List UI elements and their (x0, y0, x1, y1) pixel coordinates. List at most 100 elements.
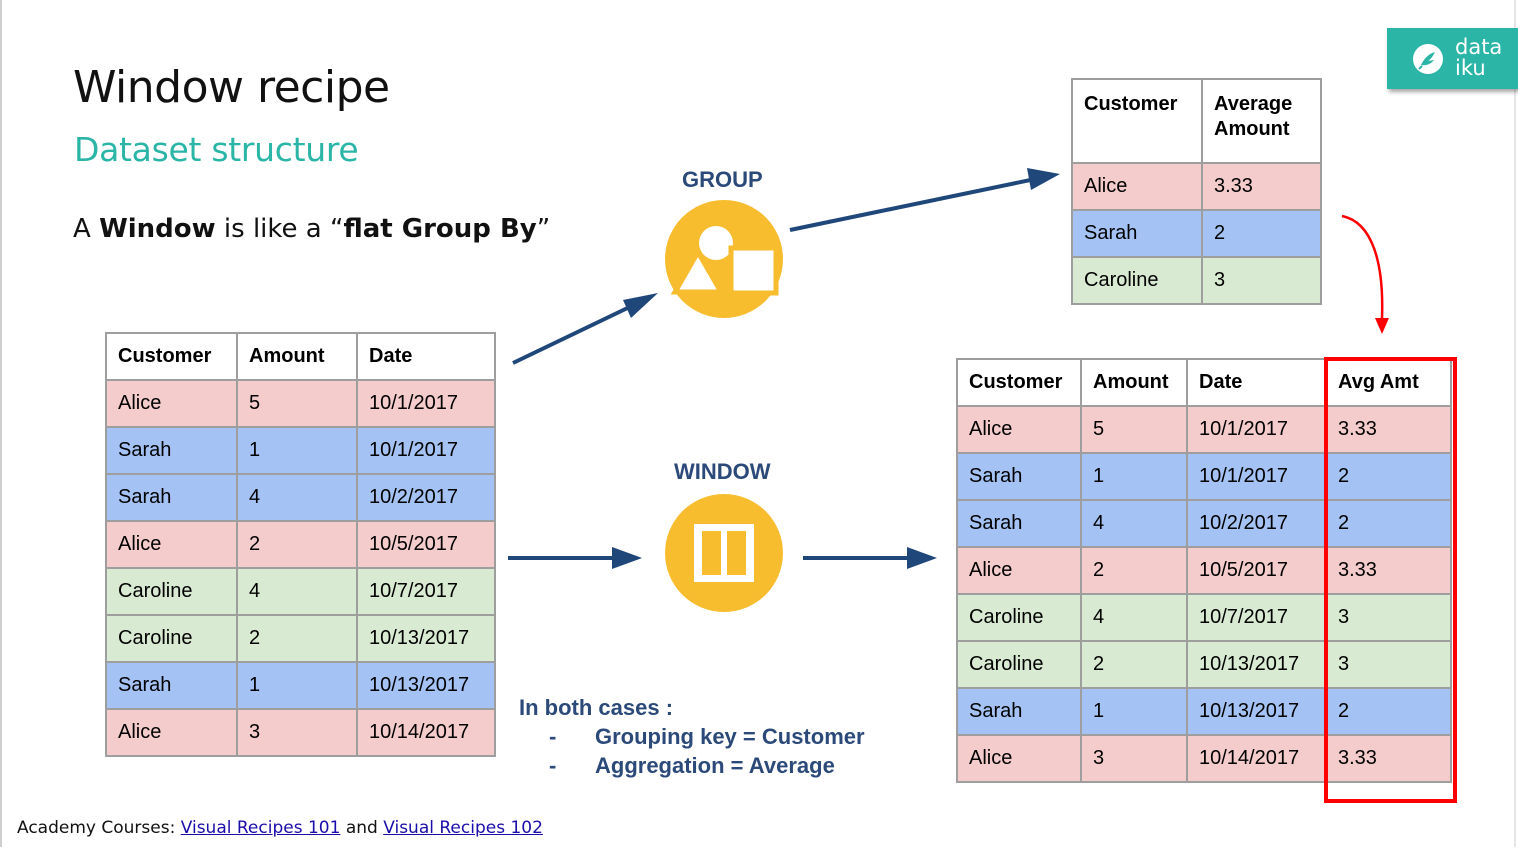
cell-customer: Caroline (956, 640, 1082, 689)
cell-amount: 4 (1080, 499, 1188, 548)
cell-date: 10/1/2017 (1186, 405, 1327, 454)
column-header: Date (1186, 358, 1327, 407)
cell-date: 10/2/2017 (356, 473, 496, 522)
visual-recipes-102-link[interactable]: Visual Recipes 102 (383, 818, 543, 838)
cell-date: 10/2/2017 (1186, 499, 1327, 548)
group-label: GROUP (682, 167, 763, 192)
cell-customer: Alice (105, 708, 238, 757)
cell-avg-amt: 3 (1325, 640, 1452, 689)
visual-recipes-101-link[interactable]: Visual Recipes 101 (180, 818, 341, 838)
cell-amount: 1 (1080, 452, 1188, 501)
cell-date: 10/7/2017 (1186, 593, 1327, 642)
intro-prefix: A (73, 214, 100, 244)
column-header: Average Amount (1201, 78, 1322, 164)
cell-amount: 1 (236, 426, 358, 475)
note-item: - Aggregation = Average (519, 751, 865, 780)
table-header-row: Customer Amount Date Avg Amt (956, 358, 1452, 407)
cell-customer: Alice (105, 520, 238, 569)
cell-amount: 1 (1080, 687, 1188, 736)
cell-customer: Alice (1071, 162, 1203, 211)
cell-date: 10/1/2017 (356, 379, 496, 428)
intro-flat-group-by: flat Group By (343, 214, 537, 244)
cell-amount: 4 (236, 473, 358, 522)
arrow-group-to-table (789, 168, 1060, 232)
note-dash: - (549, 753, 557, 778)
cell-customer: Sarah (1071, 209, 1203, 258)
slide-title: Window recipe (73, 62, 390, 113)
bird-logo-icon (1413, 44, 1443, 74)
note-dash: - (549, 724, 557, 749)
cell-customer: Caroline (105, 614, 238, 663)
cell-amount: 2 (236, 520, 358, 569)
cell-date: 10/13/2017 (356, 614, 496, 663)
cell-customer: Sarah (105, 426, 238, 475)
cell-customer: Alice (956, 546, 1082, 595)
cell-customer: Sarah (956, 687, 1082, 736)
cell-customer: Alice (956, 734, 1082, 783)
intro-text: A Window is like a “flat Group By” (73, 214, 550, 244)
table-header-row: Customer Amount Date (105, 332, 496, 381)
cell-avg-amt: 3.33 (1325, 405, 1452, 454)
window-label: WINDOW (674, 459, 771, 484)
cell-amount: 2 (1080, 640, 1188, 689)
cell-date: 10/14/2017 (1186, 734, 1327, 783)
column-header: Avg Amt (1325, 358, 1452, 407)
group-recipe-icon (665, 200, 783, 318)
cell-avg-amt: 3.33 (1325, 546, 1452, 595)
note-item: - Grouping key = Customer (519, 722, 865, 751)
cell-date: 10/7/2017 (356, 567, 496, 616)
cell-customer: Sarah (956, 499, 1082, 548)
cell-customer: Caroline (1071, 256, 1203, 305)
intro-suffix: ” (536, 214, 551, 244)
slide-subtitle: Dataset structure (74, 130, 359, 169)
column-header: Customer (105, 332, 238, 381)
cell-avg-amt: 3 (1325, 593, 1452, 642)
table-header-row: Customer Average Amount (1071, 78, 1322, 164)
cell-avg-amt: 3.33 (1325, 734, 1452, 783)
footer-middle: and (340, 818, 384, 838)
cell-date: 10/13/2017 (1186, 687, 1327, 736)
intro-window-term: Window (99, 214, 216, 244)
cell-avg-amt: 2 (1325, 499, 1452, 548)
column-header: Amount (1080, 358, 1188, 407)
explanation-note: In both cases : -Grouping key = Customer… (519, 693, 865, 780)
cell-amount: 3 (1080, 734, 1188, 783)
red-curved-arrow (1341, 214, 1389, 334)
cell-customer: Sarah (105, 473, 238, 522)
cell-customer: Alice (956, 405, 1082, 454)
cell-amount: 2 (236, 614, 358, 663)
column-header: Date (356, 332, 496, 381)
cell-date: 10/5/2017 (1186, 546, 1327, 595)
arrow-window-to-table (803, 547, 937, 569)
cell-average: 3.33 (1201, 162, 1322, 211)
cell-date: 10/14/2017 (356, 708, 496, 757)
note-item-text: Aggregation = Average (595, 753, 835, 778)
cell-customer: Caroline (956, 593, 1082, 642)
footer-prefix: Academy Courses: (17, 818, 181, 838)
cell-avg-amt: 2 (1325, 452, 1452, 501)
column-header: Amount (236, 332, 358, 381)
note-item-text: Grouping key = Customer (595, 724, 865, 749)
cell-amount: 4 (1080, 593, 1188, 642)
arrow-to-group (512, 293, 658, 365)
cell-date: 10/1/2017 (1186, 452, 1327, 501)
